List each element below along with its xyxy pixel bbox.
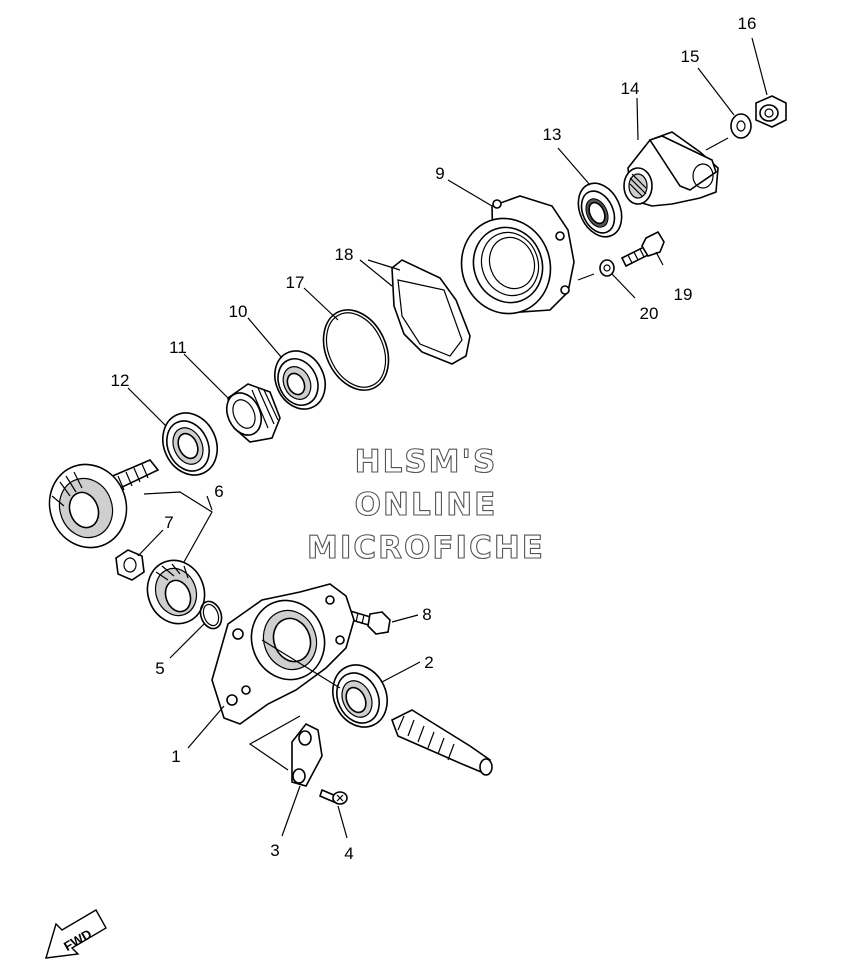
output-shaft [390, 709, 493, 776]
part-16-nut [755, 95, 787, 128]
callout-12: 12 [111, 371, 130, 390]
part-6-drive-gear [48, 459, 160, 549]
part-7-nut [115, 549, 145, 581]
part-1-case [211, 583, 355, 725]
callout-18: 18 [335, 245, 354, 264]
callout-9: 9 [435, 164, 444, 183]
part-2-bearing [332, 664, 388, 728]
leader-lines [127, 37, 768, 839]
part-5-o-ring [199, 600, 223, 630]
callout-4: 4 [344, 844, 353, 863]
callout-10: 10 [229, 302, 248, 321]
callout-labels: 1 2 3 4 5 6 7 8 9 10 11 12 13 14 15 16 1… [111, 14, 757, 863]
callout-14: 14 [621, 79, 640, 98]
part-9-housing [460, 195, 575, 315]
watermark-line-1: HLSM'S [355, 444, 498, 480]
callout-1: 1 [171, 747, 180, 766]
fwd-arrow-icon: FWD [45, 909, 107, 959]
part-4-screw [319, 788, 348, 805]
part-3-plate [291, 722, 323, 787]
callout-17: 17 [286, 273, 305, 292]
part-15-washer [730, 113, 752, 139]
part-6-driven-gear [146, 559, 206, 625]
callout-7: 7 [164, 513, 173, 532]
callout-15: 15 [681, 47, 700, 66]
callout-8: 8 [422, 605, 431, 624]
part-10-bearing [274, 350, 326, 410]
callout-2: 2 [424, 653, 433, 672]
watermark-line-3: MICROFICHE [307, 530, 545, 566]
part-18-gasket [391, 259, 471, 365]
callout-6: 6 [214, 482, 223, 501]
part-14-yoke [623, 131, 719, 207]
callout-5: 5 [155, 659, 164, 678]
callout-20: 20 [640, 304, 659, 323]
part-11-collar [225, 383, 281, 443]
callout-16: 16 [738, 14, 757, 33]
part-13-oil-seal [577, 182, 623, 238]
watermark-line-2: ONLINE [355, 487, 498, 523]
callout-13: 13 [543, 125, 562, 144]
callout-19: 19 [674, 285, 693, 304]
callout-3: 3 [270, 841, 279, 860]
callout-11: 11 [169, 338, 187, 357]
part-20-washer [599, 259, 615, 277]
part-17-o-ring [322, 309, 390, 391]
part-12-oil-seal [162, 412, 218, 476]
part-19-bolt [620, 230, 665, 268]
watermark: HLSM'S ONLINE MICROFICHE [306, 443, 545, 566]
